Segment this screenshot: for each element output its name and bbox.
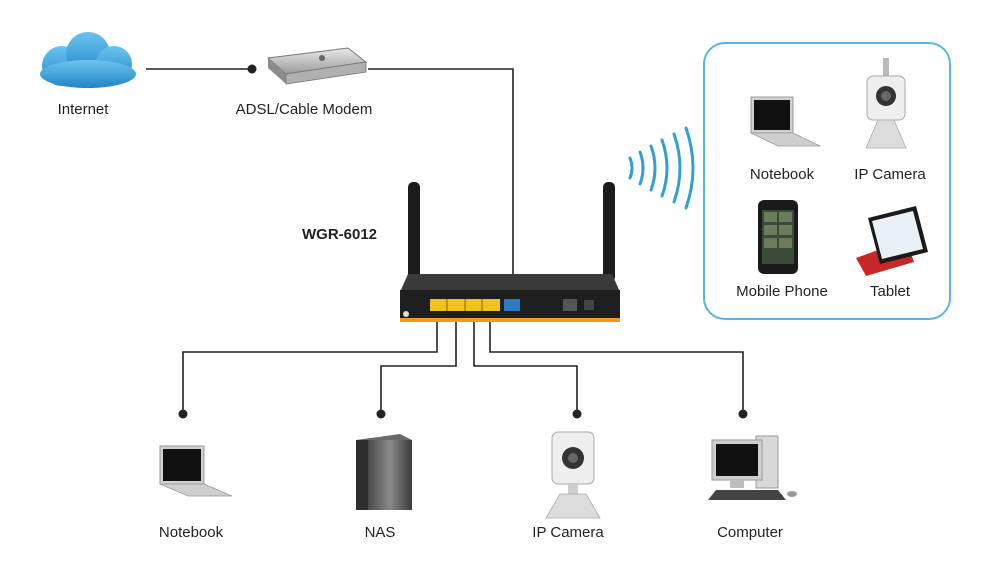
wired-nas-label: NAS (364, 524, 396, 541)
cable-lan-notebook (182, 312, 438, 412)
wireless-laptop-icon (750, 96, 821, 147)
modem-label: ADSL/Cable Modem (235, 101, 373, 118)
wired-ip-camera-icon (545, 431, 601, 519)
cables (146, 68, 744, 412)
wireless-tablet-label: Tablet (869, 283, 911, 300)
wired-ip-camera-label: IP Camera (532, 524, 604, 541)
cloud-icon (40, 32, 136, 88)
desktop-computer-icon (708, 435, 797, 500)
cable-lan-ipcamera (473, 312, 578, 412)
wan-port (504, 299, 520, 311)
wired-laptop-icon (159, 445, 233, 497)
wired-notebook-label: Notebook (158, 524, 224, 541)
modem-icon (266, 47, 368, 85)
cable-lan-computer (489, 312, 744, 412)
wireless-smartphone-icon (758, 200, 798, 274)
wireless-tablet-icon (856, 206, 928, 276)
wireless-ip-camera-label: IP Camera (854, 166, 926, 183)
cable-modem-router-wan (368, 68, 514, 300)
wireless-signal-icon (628, 126, 695, 210)
wireless-devices-panel (703, 42, 951, 320)
antenna-left (408, 182, 420, 282)
internet-label: Internet (57, 101, 109, 118)
wireless-ip-camera-icon (865, 58, 907, 149)
antenna-right (603, 182, 615, 282)
cable-endpoints (178, 64, 748, 419)
wireless-notebook-label: Notebook (749, 166, 815, 183)
wired-computer-label: Computer (717, 524, 783, 541)
router-model-label: WGR-6012 (302, 226, 378, 243)
cable-lan-nas (380, 312, 457, 412)
wireless-mobile-phone-label: Mobile Phone (736, 283, 828, 300)
router-icon (400, 182, 620, 322)
nas-icon (356, 434, 412, 510)
